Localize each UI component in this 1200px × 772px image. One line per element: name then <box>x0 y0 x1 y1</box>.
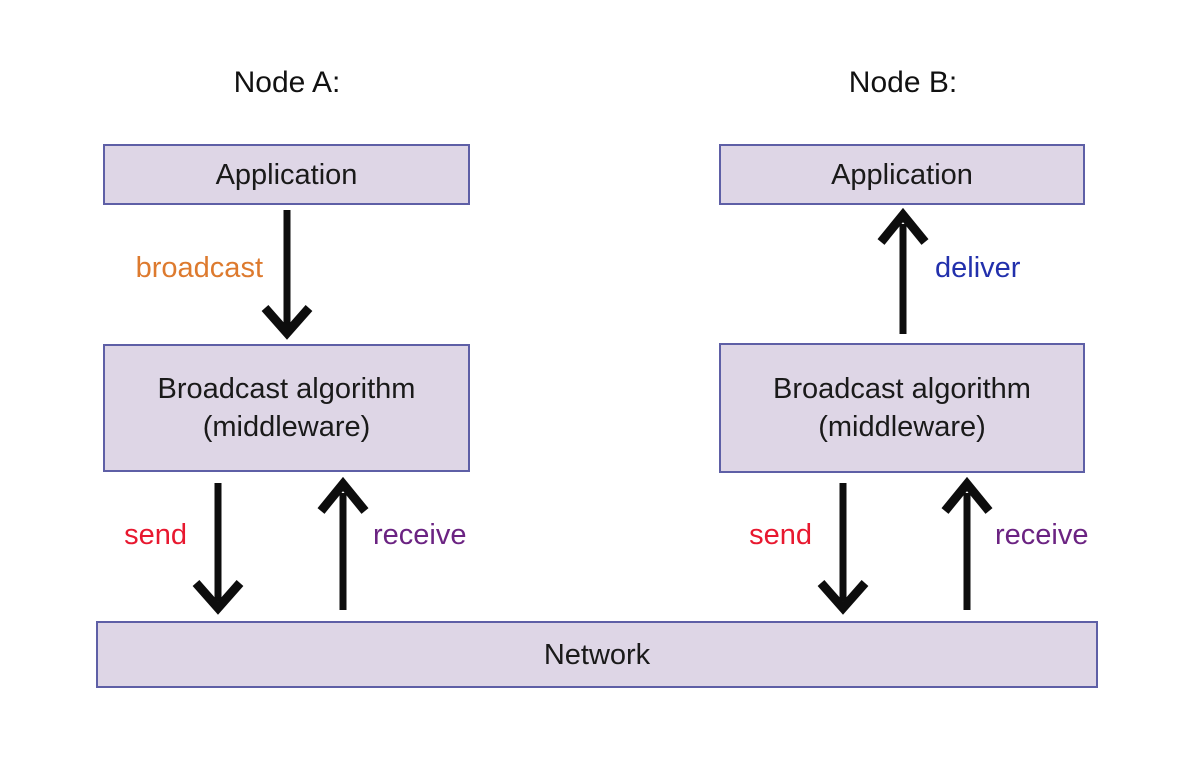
receive-arrow-node-b <box>941 476 993 610</box>
send-label-node-b: send <box>749 519 812 551</box>
broadcast-arrow-node-a <box>261 210 313 340</box>
deliver-arrow-node-b <box>877 207 929 334</box>
middleware-label-line2-node-a: (middleware) <box>202 411 371 443</box>
send-arrow-node-a <box>192 483 244 615</box>
middleware-box-node-a: Broadcast algorithm (middleware) <box>103 344 470 472</box>
broadcast-label: broadcast <box>135 252 263 284</box>
application-label-node-b: Application <box>831 158 973 191</box>
receive-label-node-a: receive <box>373 519 467 551</box>
node-b-title: Node B: <box>848 66 958 99</box>
application-label-node-a: Application <box>215 158 358 191</box>
middleware-label-line1-node-a: Broadcast algorithm <box>157 373 416 405</box>
middleware-box-node-b: Broadcast algorithm (middleware) <box>719 343 1085 473</box>
send-arrow-node-b <box>817 483 869 615</box>
application-box-node-a: Application <box>103 144 470 205</box>
node-a-title: Node A: <box>233 66 341 99</box>
receive-label-node-b: receive <box>995 519 1089 551</box>
network-box: Network <box>96 621 1098 688</box>
middleware-label-line2-node-b: (middleware) <box>818 411 986 443</box>
deliver-label: deliver <box>935 252 1021 284</box>
application-box-node-b: Application <box>719 144 1085 205</box>
receive-arrow-node-a <box>317 476 369 610</box>
send-label-node-a: send <box>124 519 187 551</box>
middleware-label-line1-node-b: Broadcast algorithm <box>773 373 1031 405</box>
network-label: Network <box>543 638 651 671</box>
